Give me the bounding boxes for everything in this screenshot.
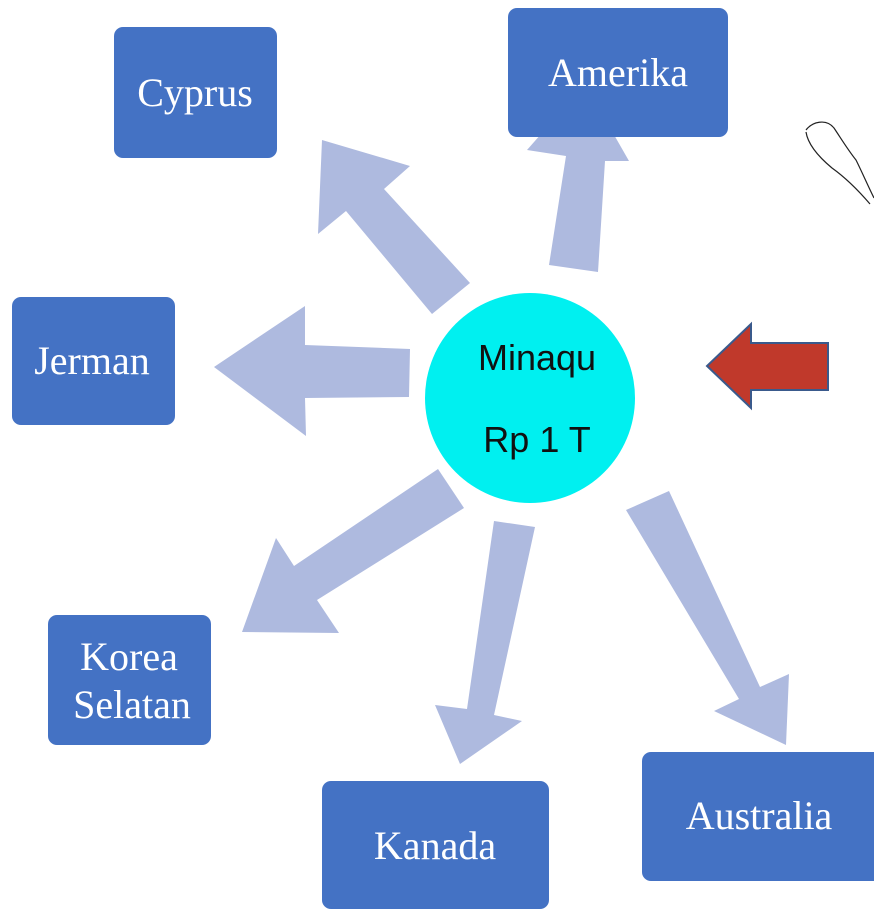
hub-name: Minaqu [478, 337, 596, 378]
spoke-arrows [214, 84, 789, 764]
map-outline-fragment-inner [805, 131, 871, 205]
arrow-to-cyprus [318, 140, 470, 314]
box-kanada [322, 781, 549, 909]
box-cyprus [114, 27, 277, 158]
label-jerman: Jerman [34, 338, 150, 383]
box-korea-selatan [48, 615, 211, 745]
box-australia [642, 752, 874, 881]
label-cyprus: Cyprus [137, 70, 253, 115]
map-outline-fragment [805, 121, 874, 199]
country-boxes [12, 8, 874, 909]
label-selatan: Selatan [73, 682, 191, 727]
arrow-to-korea-selatan [242, 469, 464, 633]
hub-value: Rp 1 T [483, 419, 590, 460]
label-korea: Korea [80, 634, 178, 679]
box-amerika [508, 8, 728, 137]
red-pointer-arrow [705, 321, 829, 411]
box-jerman [12, 297, 175, 425]
arrow-to-australia [626, 491, 789, 745]
label-kanada: Kanada [374, 823, 496, 868]
label-amerika: Amerika [548, 50, 688, 95]
label-australia: Australia [686, 793, 833, 838]
arrow-to-jerman [214, 306, 410, 436]
arrow-to-kanada [435, 521, 535, 764]
hub-circle [425, 293, 635, 503]
